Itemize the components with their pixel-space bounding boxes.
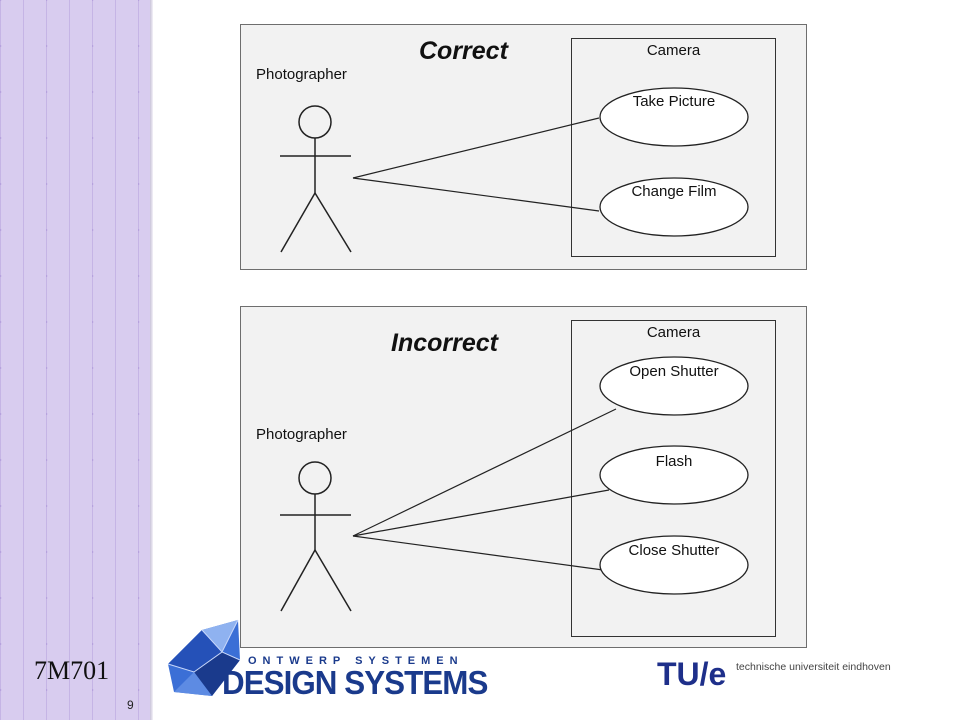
use-case-ellipse bbox=[599, 356, 749, 416]
use-case-label: Change Film bbox=[631, 183, 717, 200]
diagram-lines-correct bbox=[280, 87, 749, 253]
use-case-label: Open Shutter bbox=[629, 363, 719, 380]
tue-logo-text: technische universiteit eindhoven bbox=[736, 661, 891, 673]
diagram-incorrect: Incorrect Photographer Camera Open Shutt… bbox=[240, 306, 807, 648]
association-line bbox=[352, 177, 600, 212]
system-label: Camera bbox=[646, 42, 701, 59]
use-case-label: Take Picture bbox=[632, 93, 716, 110]
actor-label-photographer: Photographer bbox=[256, 426, 347, 443]
system-label: Camera bbox=[646, 324, 701, 341]
diagram-title-correct: Correct bbox=[419, 37, 508, 65]
association-line bbox=[352, 408, 617, 537]
use-case-ellipse bbox=[599, 87, 749, 147]
diagram-title-incorrect: Incorrect bbox=[391, 329, 498, 357]
system-boundary-camera: Camera bbox=[571, 320, 776, 637]
diagram-correct: Correct Photographer Camera Take Picture… bbox=[240, 24, 807, 270]
actor-label-photographer: Photographer bbox=[256, 66, 347, 83]
design-systems-subtitle: ONTWERP SYSTEMEN bbox=[248, 655, 464, 667]
use-case-label: Close Shutter bbox=[628, 542, 720, 559]
use-case-ellipse bbox=[599, 535, 749, 595]
use-case-ellipse bbox=[599, 177, 749, 237]
actor-figure bbox=[280, 461, 352, 612]
tue-logo-mark: TU/e bbox=[657, 656, 727, 692]
diagram-lines-incorrect bbox=[280, 356, 749, 612]
sidebar-edge bbox=[150, 0, 153, 720]
use-case-ellipse bbox=[599, 445, 749, 505]
design-systems-wordmark: DESIGN SYSTEMS bbox=[222, 664, 488, 701]
association-line bbox=[352, 535, 604, 571]
slide-number: 9 bbox=[127, 698, 134, 712]
actor-figure bbox=[280, 105, 352, 253]
course-code: 7M701 bbox=[34, 656, 110, 685]
decorative-sidebar bbox=[0, 0, 150, 720]
system-boundary-camera: Camera bbox=[571, 38, 776, 257]
association-line bbox=[352, 117, 600, 179]
use-case-label: Flash bbox=[655, 453, 693, 470]
design-systems-logo-icon bbox=[167, 619, 241, 696]
association-line bbox=[352, 489, 610, 537]
